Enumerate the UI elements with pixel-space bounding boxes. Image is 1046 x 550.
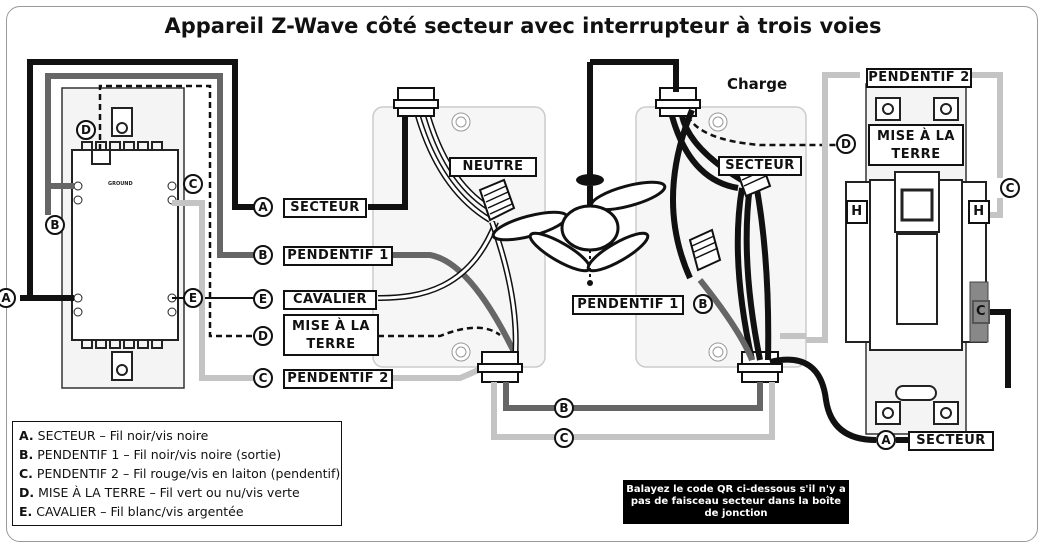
label-secteur-bottom: SECTEUR <box>908 431 994 451</box>
clamp-top-left <box>393 87 439 117</box>
wire-b-left <box>45 73 258 258</box>
wire-c-left <box>172 200 258 381</box>
screw-hole <box>451 112 471 132</box>
wire-legend: A. SECTEUR – Fil noir/vis noire B. PENDE… <box>12 421 342 526</box>
label-pendentif2: PENDENTIF 2 <box>283 369 393 389</box>
legend-item-a: A. SECTEUR – Fil noir/vis noire <box>19 428 209 443</box>
screw-hole <box>708 342 728 362</box>
qr-note: Balayez le code QR ci-dessous s'il n'y a… <box>623 480 849 524</box>
screw-hole <box>451 342 471 362</box>
marker-d-left-top: D <box>76 120 96 140</box>
marker-c-right: C <box>1000 178 1020 198</box>
label-c-switch: C <box>972 300 990 324</box>
legend-item-c: C. PENDENTIF 2 – Fil rouge/vis en laiton… <box>19 466 341 481</box>
label-pendentif1-right: PENDENTIF 1 <box>572 295 684 315</box>
label-pendentif1: PENDENTIF 1 <box>283 246 393 266</box>
marker-e-device: E <box>183 288 203 308</box>
wire-d-left <box>98 84 258 338</box>
diagram-frame <box>6 6 1038 542</box>
marker-a-far-left: A <box>0 288 16 308</box>
label-neutre: NEUTRE <box>449 157 537 177</box>
legend-item-e: E. CAVALIER – Fil blanc/vis argentée <box>19 504 244 519</box>
screw-hole <box>708 112 728 132</box>
label-cavalier: CAVALIER <box>283 290 377 310</box>
marker-b: B <box>253 245 273 265</box>
marker-c: C <box>253 368 273 388</box>
label-h-right: H <box>968 200 990 224</box>
diagram-title: Appareil Z-Wave côté secteur avec interr… <box>164 14 882 38</box>
wire-nut-pendentif1 <box>688 228 722 272</box>
clamp-bottom-left <box>477 351 523 383</box>
marker-d: D <box>253 326 273 346</box>
label-h-left: H <box>846 200 868 224</box>
device-ground-text: GROUND <box>108 181 133 187</box>
marker-d-right: D <box>836 134 856 154</box>
marker-a: A <box>253 197 273 217</box>
marker-a-bottom: A <box>876 430 896 450</box>
label-secteur-box: SECTEUR <box>718 156 802 176</box>
legend-item-d: D. MISE À LA TERRE – Fil vert ou nu/vis … <box>19 485 300 500</box>
marker-b-right: B <box>693 294 713 314</box>
marker-b-left: B <box>45 215 65 235</box>
marker-c-bottom: C <box>554 428 574 448</box>
legend-item-b: B. PENDENTIF 1 – Fil noir/vis noire (sor… <box>19 447 282 462</box>
marker-b-bottom: B <box>554 398 574 418</box>
ceiling-fan <box>491 59 679 286</box>
label-charge: Charge <box>727 75 788 93</box>
wire-a-left <box>20 59 258 301</box>
marker-c-left: C <box>183 174 203 194</box>
wire-nut-neutre <box>478 178 516 222</box>
marker-e: E <box>253 289 273 309</box>
clamp-top-right <box>655 87 701 117</box>
label-secteur: SECTEUR <box>283 198 367 218</box>
label-pendentif2-top: PENDENTIF 2 <box>866 68 972 88</box>
